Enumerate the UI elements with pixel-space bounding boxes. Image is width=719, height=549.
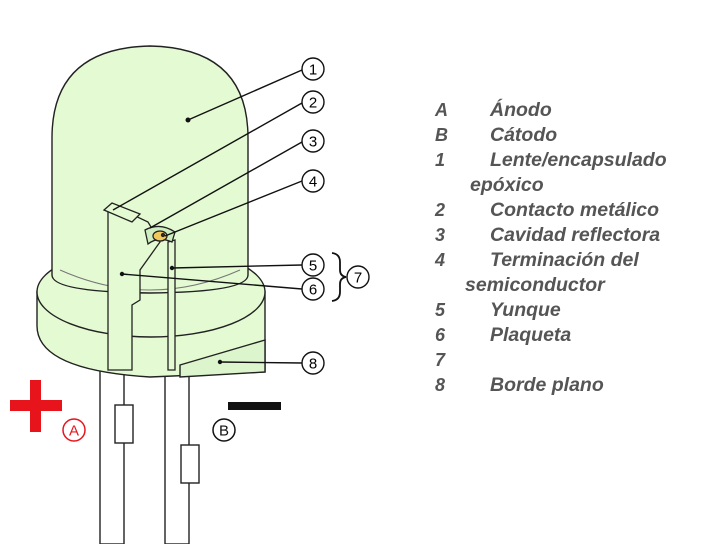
legend-text-continuation: semiconductor bbox=[465, 274, 605, 296]
legend-text: Lente/encapsulado bbox=[490, 149, 667, 171]
legend-text: Terminación del bbox=[490, 249, 639, 271]
leader-lines bbox=[112, 69, 347, 364]
callouts: 1 2 3 4 5 6 7 8 bbox=[301, 57, 370, 375]
anode-lead bbox=[99, 369, 125, 545]
cathode-terminal-label: B bbox=[212, 418, 236, 442]
callout-1: 1 bbox=[301, 57, 325, 81]
leader-6 bbox=[121, 273, 303, 290]
legend-key: 6 bbox=[435, 325, 446, 345]
led-body bbox=[36, 45, 266, 378]
cathode-lead-bend bbox=[180, 444, 200, 484]
callout-8: 8 bbox=[301, 351, 325, 375]
leader-dots bbox=[119, 117, 223, 365]
legend-text: Ánodo bbox=[490, 99, 552, 121]
callout-7: 7 bbox=[346, 265, 370, 289]
callout-6-label: 6 bbox=[309, 282, 317, 299]
leader-8 bbox=[219, 361, 303, 364]
anode-terminal-label: A bbox=[62, 418, 86, 442]
callout-3-label: 3 bbox=[309, 134, 317, 151]
legend-key: 5 bbox=[435, 300, 446, 320]
callout-6: 6 bbox=[301, 277, 325, 301]
cathode-label-text: B bbox=[219, 423, 229, 440]
post bbox=[167, 239, 176, 371]
dot-8 bbox=[217, 359, 223, 365]
anode-label-text: A bbox=[69, 423, 79, 440]
callout-4: 4 bbox=[301, 169, 325, 193]
dot-1 bbox=[185, 117, 191, 123]
legend-text: Plaqueta bbox=[490, 324, 572, 346]
minus-icon bbox=[228, 402, 281, 410]
leader-4 bbox=[164, 180, 303, 237]
legend-key: 1 bbox=[435, 150, 446, 170]
leader-1 bbox=[187, 69, 303, 121]
legend-key: 2 bbox=[435, 200, 446, 220]
callout-8-label: 8 bbox=[309, 356, 317, 373]
legend-key: 8 bbox=[435, 375, 446, 395]
legend-text: Contacto metálico bbox=[490, 199, 660, 221]
dot-5 bbox=[169, 265, 175, 271]
legend-text: Borde plano bbox=[490, 374, 604, 396]
polarity-marks: A B bbox=[10, 380, 281, 442]
legend-key: 4 bbox=[435, 250, 446, 270]
legend-text: Cátodo bbox=[490, 124, 558, 146]
callout-2: 2 bbox=[301, 90, 325, 114]
callout-5: 5 bbox=[301, 253, 325, 277]
led-leads bbox=[99, 369, 200, 545]
brace-7 bbox=[331, 252, 347, 302]
plus-icon bbox=[10, 380, 62, 432]
callout-4-label: 4 bbox=[309, 174, 317, 191]
callout-1-label: 1 bbox=[309, 62, 317, 79]
anode-lead-bend bbox=[114, 404, 134, 444]
legend-text: Cavidad reflectora bbox=[490, 224, 661, 246]
base-inner-line bbox=[59, 269, 241, 291]
flat-edge bbox=[179, 339, 266, 378]
leader-5 bbox=[171, 264, 303, 269]
internal-frame bbox=[102, 202, 176, 371]
legend-text-continuation: epóxico bbox=[470, 174, 544, 196]
callout-3: 3 bbox=[301, 129, 325, 153]
legend-key: 3 bbox=[435, 225, 446, 245]
callout-5-label: 5 bbox=[309, 258, 317, 275]
chip-contact bbox=[160, 232, 166, 238]
callout-7-label: 7 bbox=[354, 270, 362, 287]
leader-3 bbox=[149, 141, 303, 229]
dot-6 bbox=[119, 271, 125, 277]
legend-key: 7 bbox=[435, 350, 446, 370]
legend-text: Yunque bbox=[490, 299, 561, 321]
callout-2-label: 2 bbox=[309, 95, 317, 112]
legend-key: B bbox=[435, 125, 448, 145]
anvil-top bbox=[102, 202, 142, 223]
legend-key: A bbox=[435, 100, 448, 120]
leader-2 bbox=[112, 102, 303, 211]
